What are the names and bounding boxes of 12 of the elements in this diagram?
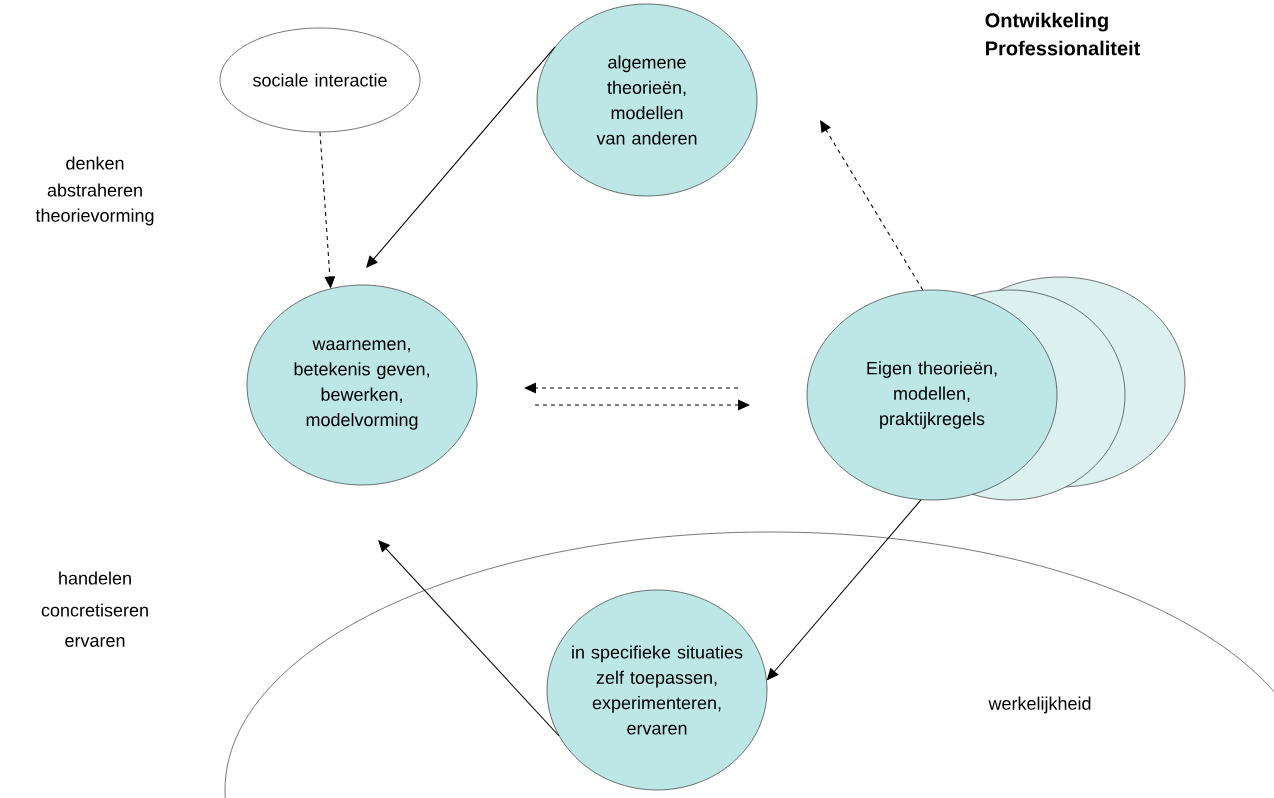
side-label: denken	[66, 156, 124, 170]
arrow	[534, 399, 750, 411]
arrow	[378, 540, 560, 737]
title: Ontwikkeling Professionaliteit	[985, 12, 1141, 56]
arrow	[524, 382, 739, 394]
arrow	[366, 46, 556, 268]
arrow	[820, 120, 924, 291]
side-label: abstraheren	[47, 183, 142, 197]
side-label: theorievorming	[35, 208, 154, 226]
side-label: handelen	[59, 571, 131, 585]
side-label: concretiseren	[41, 603, 148, 617]
side-label: ervaren	[65, 637, 125, 647]
